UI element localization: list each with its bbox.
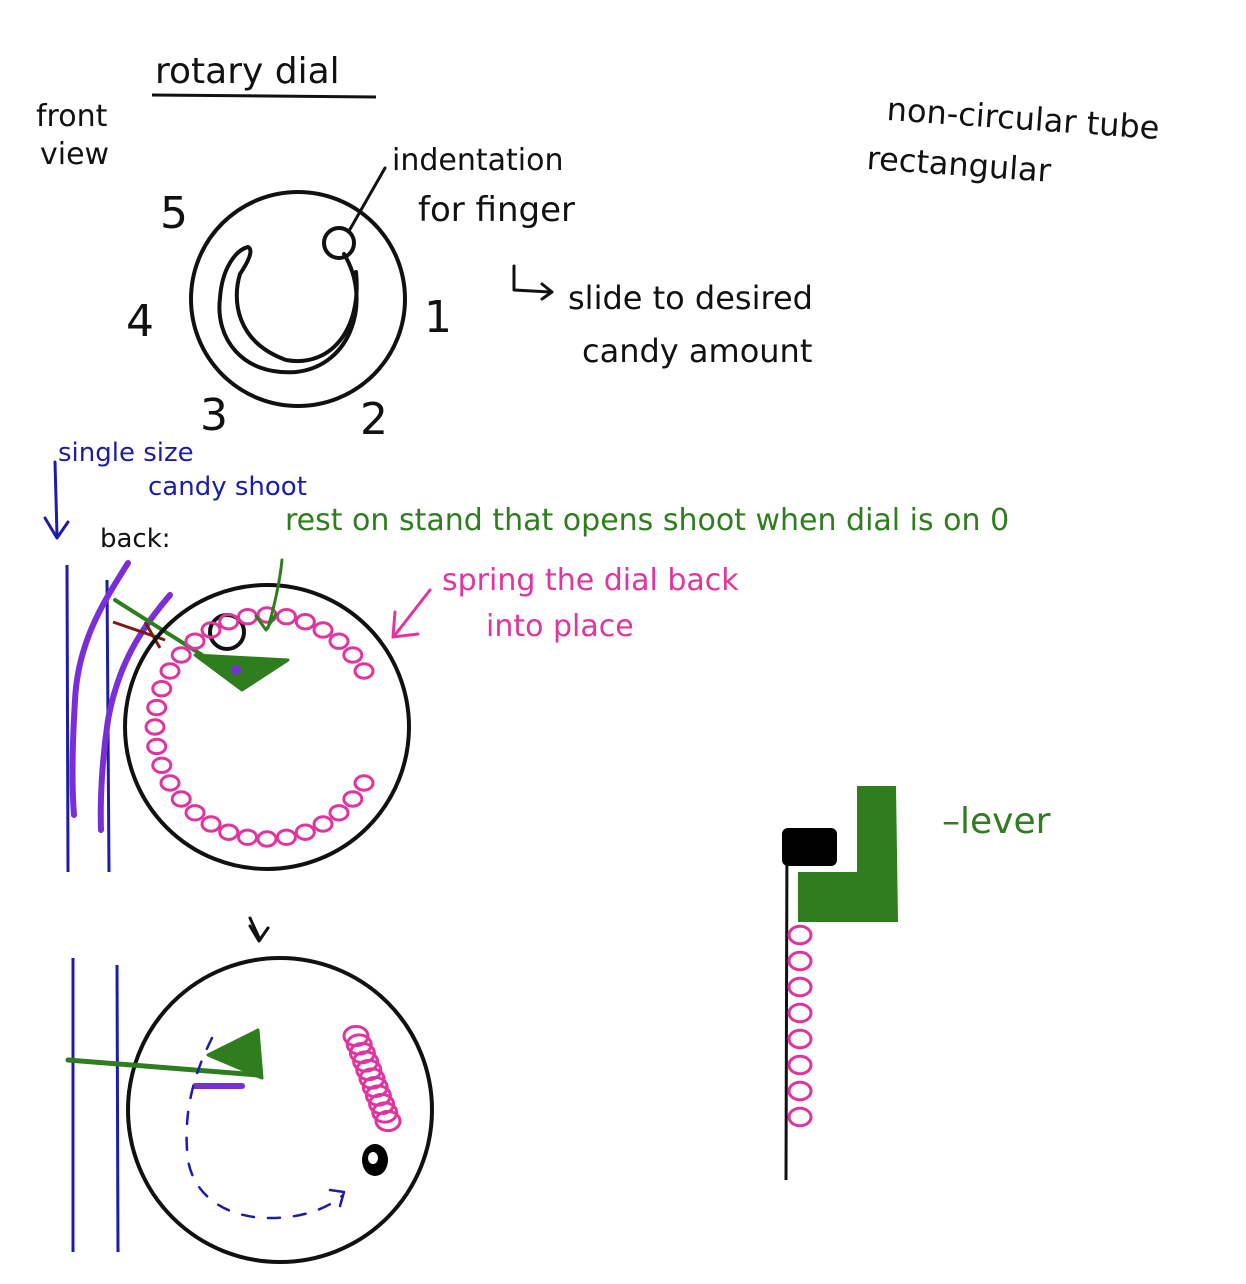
back-spring-loop-7 xyxy=(237,828,259,846)
front-dial-outer-circle xyxy=(189,190,407,408)
lower-spring-loop-9 xyxy=(371,1101,399,1124)
title-underline xyxy=(151,93,377,99)
lever-black-block xyxy=(782,828,837,866)
lever-spring-loop-1 xyxy=(787,950,813,972)
back-tube-line-left xyxy=(65,564,70,873)
rotation-arrowhead-icon xyxy=(328,1188,346,1208)
lever-spring-loop-6 xyxy=(787,1080,813,1102)
slide-label-line1: slide to desired xyxy=(568,279,813,317)
finger-indentation-circle xyxy=(322,226,356,260)
lower-black-knob-highlight xyxy=(368,1152,378,1164)
front-dial-slot xyxy=(217,244,359,375)
back-spring-loop-15 xyxy=(144,718,166,736)
back-spring-loop-20 xyxy=(184,632,206,650)
back-spring-loop-4 xyxy=(294,823,316,841)
back-dial-outer-circle xyxy=(123,583,411,871)
back-spring-loop-27 xyxy=(312,621,334,639)
back-spring-loop-14 xyxy=(146,737,168,756)
front-view-label-line1: front xyxy=(36,99,108,134)
magenta-pointer-arrow-icon xyxy=(391,588,432,639)
title-label: rotary dial xyxy=(155,51,340,92)
single-size-label-line1: single size xyxy=(58,438,194,468)
lever-spring-loop-4 xyxy=(787,1028,813,1050)
back-label: back: xyxy=(100,524,171,554)
front-view-label-line2: view xyxy=(40,137,110,172)
back-spring-loop-23 xyxy=(237,608,259,626)
slide-arrow-icon xyxy=(512,264,554,301)
back-spring-loop-6 xyxy=(256,830,278,848)
lower-green-triangle xyxy=(206,1028,264,1080)
back-spring-loop-10 xyxy=(184,804,206,822)
back-spring-loop-0 xyxy=(353,774,375,792)
dial-number-5: 5 xyxy=(160,188,188,239)
down-arrow-icon xyxy=(248,916,270,943)
lower-dial-outer-circle xyxy=(126,956,434,1264)
back-spring-loop-11 xyxy=(170,790,192,808)
back-spring-loop-2 xyxy=(328,804,350,822)
back-spring-loop-26 xyxy=(294,613,316,631)
back-spring-loop-13 xyxy=(151,756,173,775)
rotation-path-dashed xyxy=(185,1036,344,1220)
lever-post-line xyxy=(784,829,789,1181)
green-pointer-arrow-icon xyxy=(254,558,284,632)
lever-spring-loop-7 xyxy=(787,1106,813,1128)
indentation-pointer-line xyxy=(347,166,387,233)
rest-on-stand-label: rest on stand that opens shoot when dial… xyxy=(285,503,1010,538)
back-spring-loop-29 xyxy=(342,646,364,664)
lower-spring-loop-10 xyxy=(374,1109,402,1133)
back-dial-spring xyxy=(144,606,375,848)
back-spring-loop-3 xyxy=(312,815,334,833)
back-spring-loop-12 xyxy=(159,774,181,792)
indentation-label-line2: for finger xyxy=(418,190,576,230)
back-spring-loop-19 xyxy=(170,646,192,664)
lower-tube-line-right xyxy=(115,964,120,1253)
back-spring-loop-25 xyxy=(275,608,297,626)
back-spring-loop-18 xyxy=(159,662,181,680)
lower-dial-spring xyxy=(342,1024,402,1133)
green-lever-arm xyxy=(65,1057,261,1078)
back-spring-loop-17 xyxy=(151,679,173,698)
dial-number-4: 4 xyxy=(126,296,154,347)
dial-number-1: 1 xyxy=(424,292,452,343)
back-spring-loop-21 xyxy=(200,621,222,639)
back-spring-loop-22 xyxy=(218,613,240,631)
indentation-label-line1: indentation xyxy=(392,143,564,178)
spring-label-line2: into place xyxy=(486,609,634,644)
slide-label-line2: candy amount xyxy=(582,332,813,370)
lever-spring xyxy=(787,924,813,1128)
darkred-crossbar-tick xyxy=(143,621,162,649)
back-spring-loop-16 xyxy=(146,698,168,717)
back-spring-loop-8 xyxy=(218,823,240,841)
dial-number-3: 3 xyxy=(200,390,228,441)
back-spring-loop-30 xyxy=(353,662,375,680)
lever-green-l-block xyxy=(798,786,898,922)
purple-shoot-line-left xyxy=(69,560,131,818)
lever-spring-loop-0 xyxy=(787,924,813,946)
lever-label: –lever xyxy=(942,801,1051,842)
back-spring-loop-28 xyxy=(328,632,350,650)
lever-spring-loop-2 xyxy=(787,976,813,998)
lever-label-text: lever xyxy=(960,801,1051,842)
lever-spring-loop-3 xyxy=(787,1002,813,1024)
blue-down-arrow-icon xyxy=(43,460,70,540)
green-stand-triangle xyxy=(193,653,290,692)
purple-pivot-dot xyxy=(231,665,241,675)
back-spring-loop-9 xyxy=(200,815,222,833)
back-spring-loop-5 xyxy=(275,828,297,846)
back-spring-loop-1 xyxy=(342,790,364,808)
spring-label-line1: spring the dial back xyxy=(442,563,739,598)
dial-number-2: 2 xyxy=(360,394,388,445)
single-size-label-line2: candy shoot xyxy=(148,472,307,502)
lever-spring-loop-5 xyxy=(787,1054,813,1076)
